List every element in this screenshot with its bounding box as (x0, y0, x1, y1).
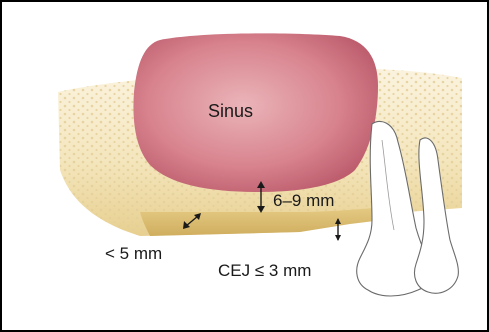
width-limit-label: < 5 mm (105, 244, 162, 263)
sinus-cavity (133, 33, 378, 192)
cej-label: CEJ ≤ 3 mm (218, 261, 311, 280)
sinus-label: Sinus (208, 101, 253, 121)
height-range-label: 6–9 mm (273, 191, 334, 210)
